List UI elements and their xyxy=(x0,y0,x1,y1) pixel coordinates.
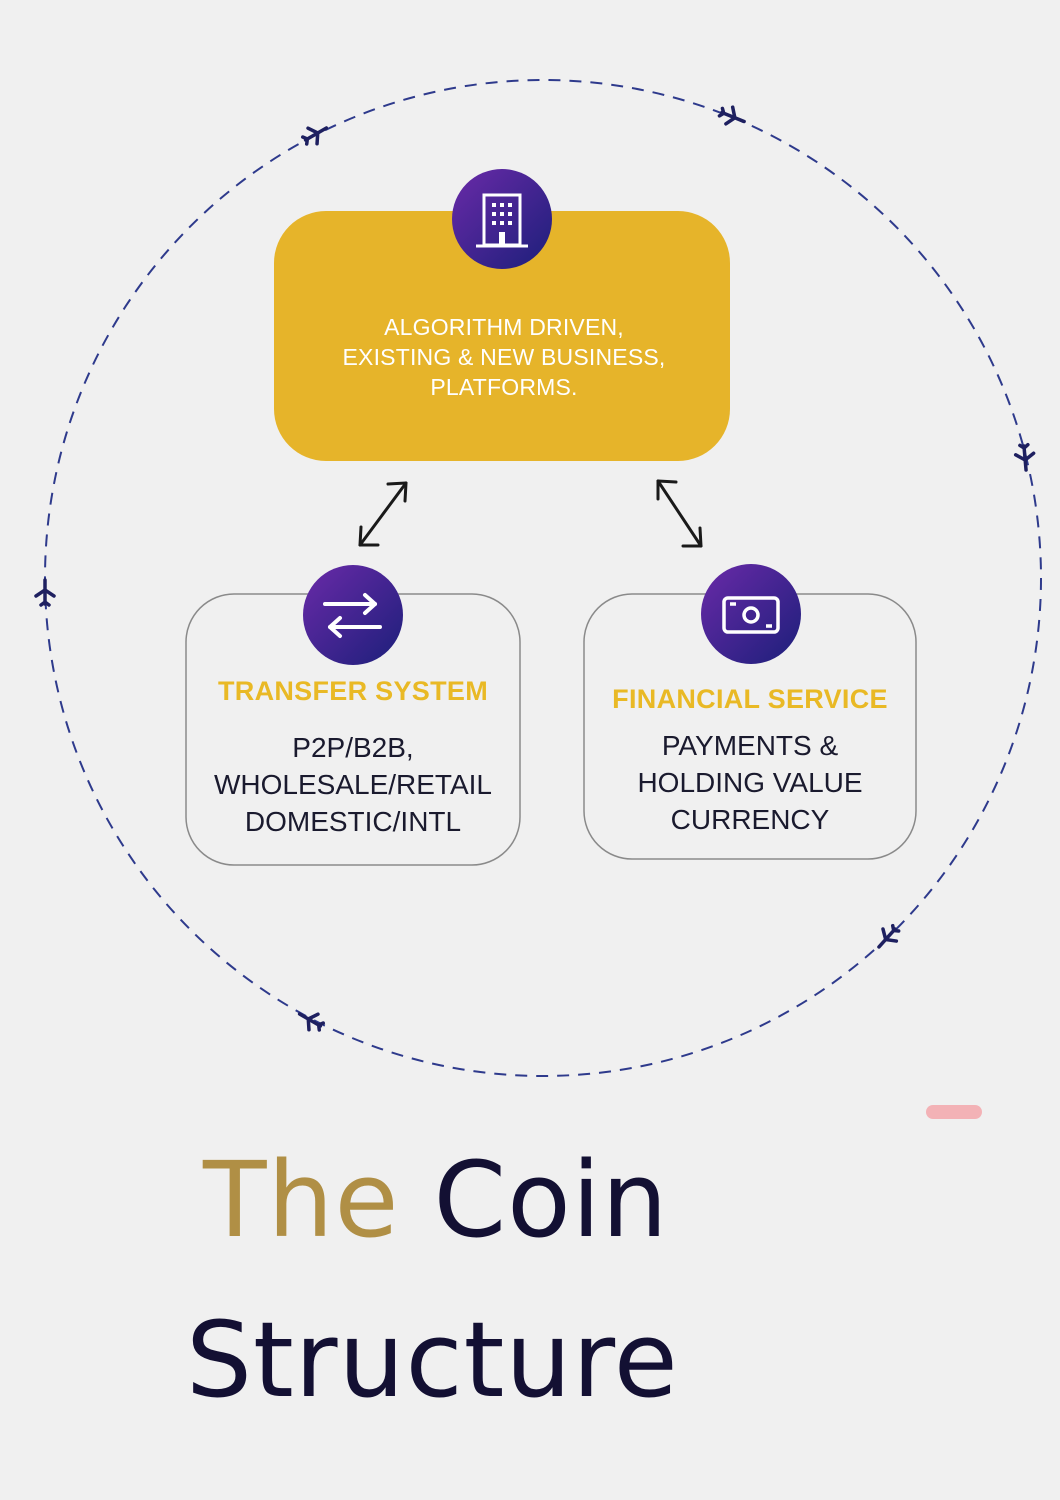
top-box-text: ALGORITHM DRIVEN, EXISTING & NEW BUSINES… xyxy=(342,314,666,400)
orbit-dashed-circle xyxy=(44,79,1042,1077)
airplane-icon xyxy=(877,923,901,949)
airplane-icon xyxy=(297,1012,326,1032)
title-word-the: The xyxy=(203,1139,400,1261)
transfer-arrows-icon xyxy=(303,565,403,665)
double-arrow-right xyxy=(656,479,703,548)
top-business-box xyxy=(274,211,730,461)
cash-icon xyxy=(701,564,801,664)
airplane-icon xyxy=(300,126,329,146)
transfer-system-heading: TRANSFER SYSTEM xyxy=(217,676,489,706)
airplane-icon xyxy=(717,105,746,126)
page-title-line-1: The Coin xyxy=(203,1145,669,1255)
title-word-coin: Coin xyxy=(433,1139,669,1261)
pink-mark xyxy=(926,1105,982,1119)
transfer-system-body: P2P/B2B, WHOLESALE/RETAIL DOMESTIC/INTL xyxy=(213,732,492,837)
double-arrow-left xyxy=(358,481,408,547)
airplane-icon xyxy=(34,578,56,607)
building-icon xyxy=(452,169,552,269)
financial-service-heading: FINANCIAL SERVICE xyxy=(612,684,888,714)
financial-service-body: PAYMENTS & HOLDING VALUE CURRENCY xyxy=(637,730,863,835)
airplane-icon xyxy=(1013,442,1036,472)
page-title-line-2: Structure xyxy=(186,1299,679,1421)
